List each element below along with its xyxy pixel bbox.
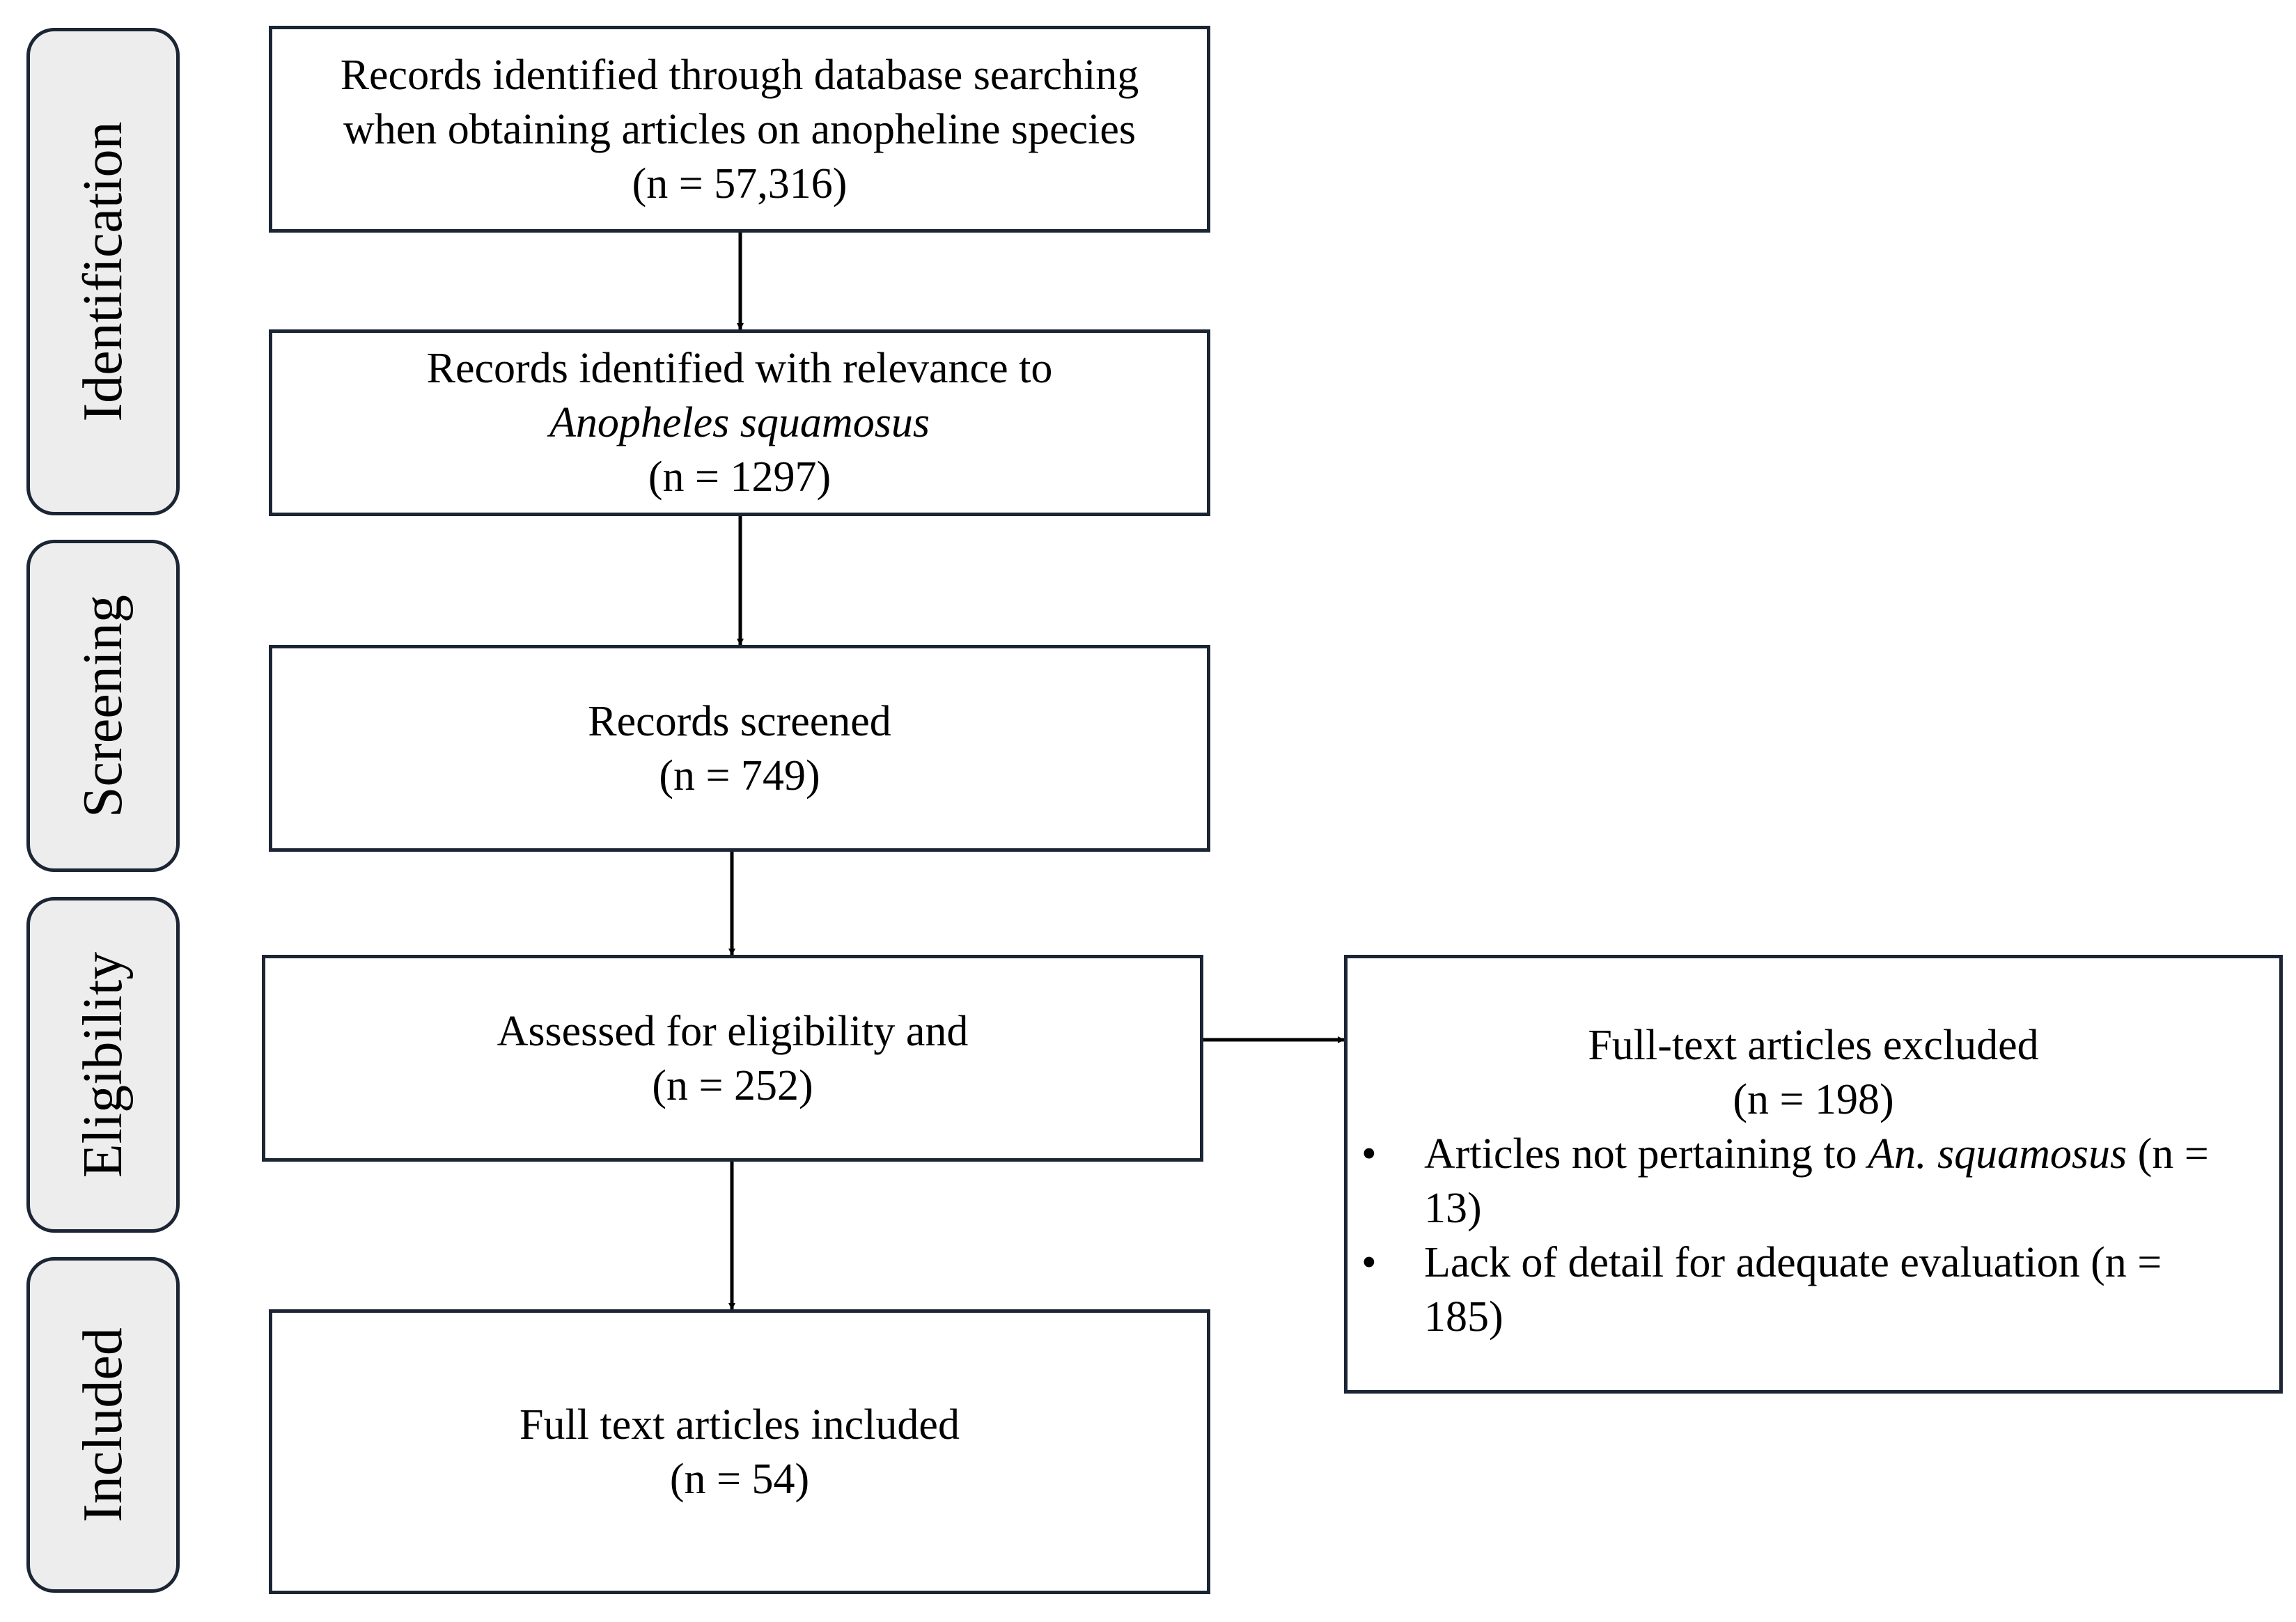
box-text: Assessed for eligibility and [497, 1007, 969, 1055]
reason-count: (n = 13) [1424, 1130, 2209, 1232]
box-records-identified-database: Records identified through database sear… [269, 26, 1210, 233]
exclusion-reason: • Lack of detail for adequate evaluation… [1348, 1235, 2279, 1344]
box-count: (n = 57,316) [632, 159, 848, 208]
bullet: • [1361, 1130, 1377, 1178]
box-count: (n = 1297) [648, 453, 831, 501]
bullet: • [1361, 1239, 1377, 1286]
reason-text: Articles not pertaining to [1424, 1130, 1868, 1178]
box-text: Full text articles included [520, 1401, 960, 1449]
reason-text: Lack of detail for adequate evaluation (… [1424, 1239, 2162, 1341]
stage-included: Included [26, 1257, 180, 1593]
box-text: Records screened [588, 697, 891, 745]
box-text: Records identified with relevance to [426, 345, 1053, 392]
box-articles-excluded: Full-text articles excluded (n = 198) • … [1344, 955, 2283, 1394]
exclusion-reason: • Articles not pertaining to An. squamos… [1348, 1127, 2279, 1235]
species-name: An. squamosus [1868, 1130, 2127, 1178]
species-name: Anopheles squamosus [549, 399, 930, 446]
box-records-relevance: Records identified with relevance to Ano… [269, 329, 1210, 516]
box-assessed-eligibility: Assessed for eligibility and (n = 252) [262, 955, 1203, 1162]
stage-identification: Identification [26, 28, 180, 515]
box-articles-included: Full text articles included (n = 54) [269, 1309, 1210, 1594]
box-text: Records identified through database sear… [340, 51, 1139, 99]
box-records-screened: Records screened (n = 749) [269, 645, 1210, 852]
box-count: (n = 54) [669, 1455, 810, 1503]
box-count: (n = 252) [652, 1061, 813, 1109]
exclusion-reasons: • Articles not pertaining to An. squamos… [1348, 1127, 2279, 1344]
box-count: (n = 749) [659, 751, 820, 800]
excluded-title: Full-text articles excluded [1588, 1022, 2039, 1069]
stage-eligibility: Eligibility [26, 897, 180, 1233]
box-text: when obtaining articles on anopheline sp… [343, 105, 1137, 153]
excluded-count: (n = 198) [1733, 1076, 1894, 1123]
stage-screening: Screening [26, 540, 180, 872]
